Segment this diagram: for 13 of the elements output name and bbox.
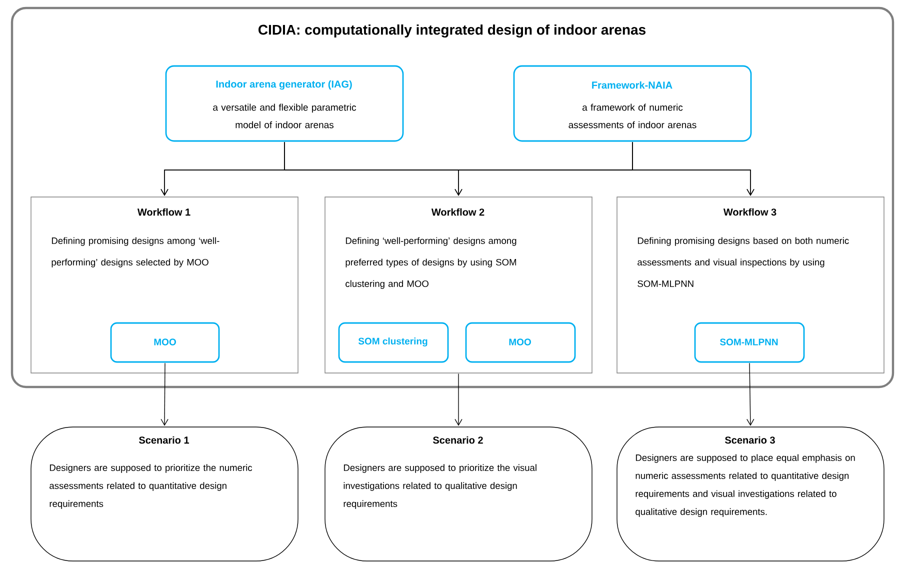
scenario-box: Scenario 3 Designers are supposed to place equal emphasis on numeric assessments related to quantitative design requirements and visual investigations related to qualitative design requirements. — [616, 426, 884, 562]
scenario-box: Scenario 1 Designers are supposed to prioritize the numeric assessments related to quantitative design requirements — [30, 426, 298, 562]
scenario-box: Scenario 2 Designers are supposed to prioritize the visual investigations related to qualitative design requirements — [324, 426, 592, 562]
arrow — [632, 142, 754, 196]
method-button: MOO — [465, 322, 576, 363]
arrow — [746, 362, 754, 426]
method-button: SOM clustering — [338, 322, 449, 363]
tool-box: Indoor arena generator (IAG) a versatile and flexible parametric model of indoor arenas — [165, 65, 404, 142]
method-button: SOM-MLPNN — [694, 322, 805, 363]
arrow — [160, 362, 168, 426]
method-button: MOO — [110, 322, 220, 363]
tool-box: Framework-NAIA a framework of numeric assessments of indoor arenas — [513, 65, 752, 142]
arrow — [454, 373, 462, 426]
